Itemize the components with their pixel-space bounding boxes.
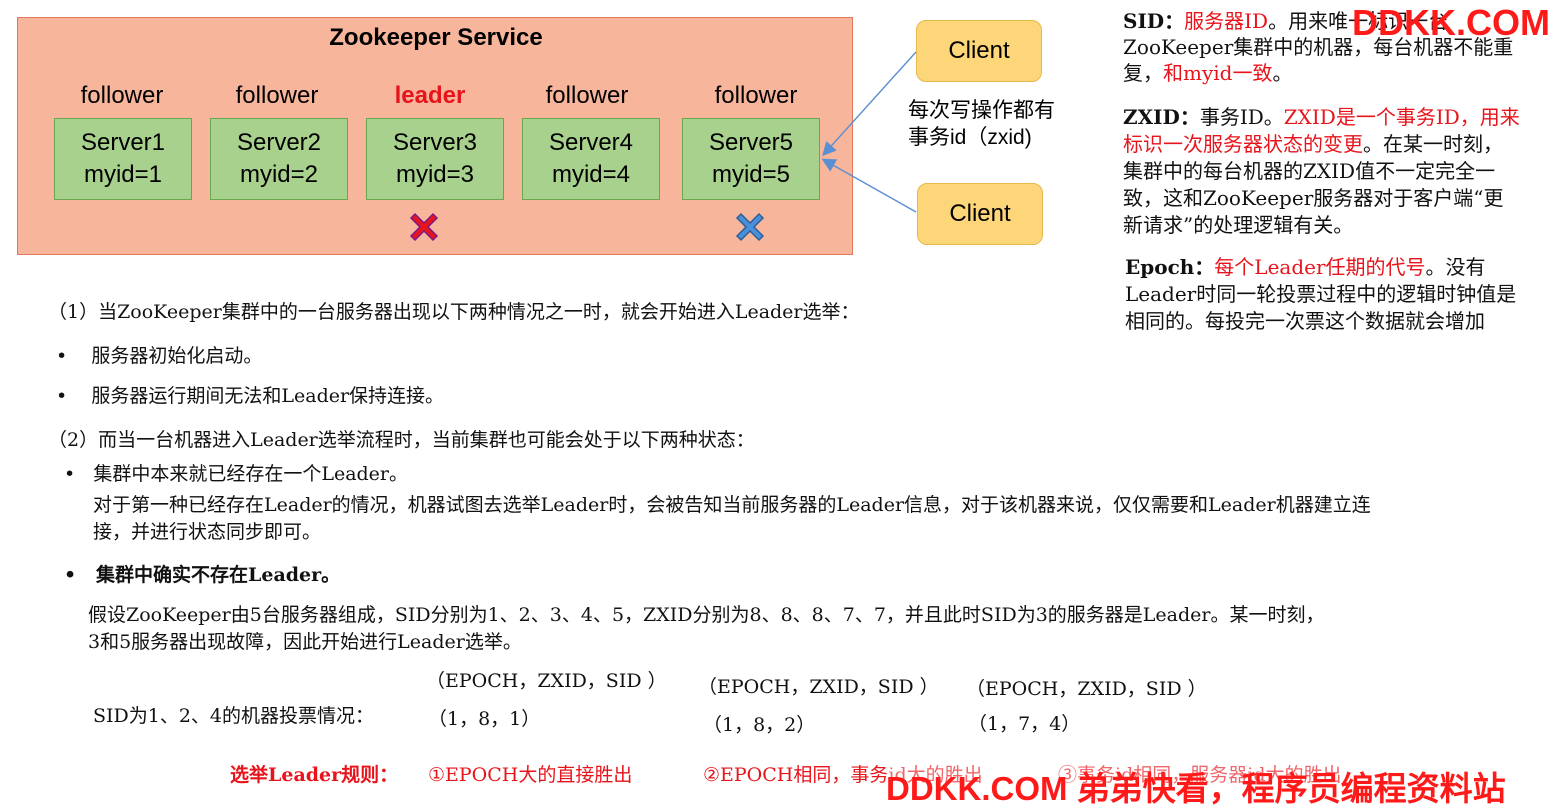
role-label-server3: leader	[394, 82, 466, 109]
server3-box: Server3 myid=3	[366, 118, 504, 200]
rule-3: ③事务id相同，服务器id大的胜出	[1058, 764, 1342, 786]
server5-myid: myid=5	[711, 161, 791, 188]
bullet-1-1-text: 服务器初始化启动。	[91, 345, 263, 367]
bullet-1-2-text: 服务器运行期间无法和Leader保持连接。	[91, 385, 445, 407]
sid-line1-rest: 。用来唯一标识一台	[1268, 9, 1449, 33]
paragraph-2: （2）而当一台机器进入Leader选举流程时，当前集群也可能会处于以下两种状态：	[48, 429, 755, 451]
client-top: Client	[916, 20, 1042, 82]
zxid-line4: 致，这和ZooKeeper服务器对于客户端“更	[1123, 186, 1504, 210]
state-2-title-text: 集群中确实不存在Leader。	[96, 564, 341, 586]
zxid-line5: 新请求”的处理逻辑有关。	[1123, 213, 1354, 237]
write-note-line1: 每次写操作都有	[908, 99, 1055, 122]
sid-line2: ZooKeeper集群中的机器，每台机器不能重	[1123, 35, 1514, 59]
server4-name: Server4	[548, 129, 634, 156]
server2-myid: myid=2	[239, 161, 319, 188]
zxid-red1: ZXID是一个事务ID，用来	[1283, 105, 1520, 129]
red-x-icon	[409, 212, 439, 242]
server3-name: Server3	[392, 129, 478, 156]
sid-line3-b: 。	[1272, 61, 1293, 85]
vote-2-header: （EPOCH，ZXID，SID ）	[698, 676, 939, 698]
role-label-server1: follower	[80, 82, 164, 109]
zxid-red2: 标识一次服务器状态的变更	[1123, 132, 1363, 156]
state-1-title-text: 集群中本来就已经存在一个Leader。	[93, 463, 409, 485]
vote-1-header: （EPOCH，ZXID，SID ）	[426, 670, 667, 692]
vote-label: SID为1、2、4的机器投票情况：	[93, 705, 375, 727]
epoch-line2: Leader时同一轮投票过程中的逻辑时钟值是	[1125, 282, 1517, 306]
sid-line3-red: 和myid一致	[1163, 61, 1273, 85]
sid-label: SID：	[1123, 9, 1185, 33]
zxid-definition: ZXID：事务ID。ZXID是一个事务ID，用来 标识一次服务器状态的变更。在某…	[1123, 104, 1553, 239]
vote-2-value: （1，8，2）	[703, 714, 816, 736]
epoch-label: Epoch：	[1125, 255, 1215, 279]
server3-myid: myid=3	[395, 161, 475, 188]
zxid-text2: 。在某一时刻，	[1363, 132, 1503, 156]
server5-box: Server5 myid=5	[682, 118, 820, 200]
sid-line3-a: 复，	[1123, 61, 1163, 85]
server2-box: Server2 myid=2	[210, 118, 348, 200]
role-label-server2: follower	[235, 82, 319, 109]
state-2-desc-line1: 假设ZooKeeper由5台服务器组成，SID分别为1、2、3、4、5，ZXID…	[88, 604, 1325, 626]
state-2-title: • 集群中确实不存在Leader。	[64, 564, 341, 586]
zxid-text1: 事务ID。	[1199, 105, 1284, 129]
state-1-title: • 集群中本来就已经存在一个Leader。	[64, 463, 409, 485]
bullet-1-2: • 服务器运行期间无法和Leader保持连接。	[56, 385, 445, 407]
watermark-top: DDKK.COM	[1352, 2, 1550, 43]
role-label-server5: follower	[714, 82, 798, 109]
epoch-red: 每个Leader任期的代号	[1214, 255, 1426, 279]
zxid-label: ZXID：	[1123, 105, 1200, 129]
rules-label: 选举Leader规则：	[230, 764, 399, 786]
write-note-line2: 事务id（zxid)	[908, 126, 1032, 149]
server1-box: Server1 myid=1	[54, 118, 192, 200]
server1-name: Server1	[80, 129, 166, 156]
server4-box: Server4 myid=4	[522, 118, 660, 200]
epoch-line3: 相同的。每投完一次票这个数据就会增加	[1125, 309, 1485, 333]
server5-name: Server5	[708, 129, 794, 156]
vote-3-header: （EPOCH，ZXID，SID ）	[966, 678, 1207, 700]
state-2-desc-line2: 3和5服务器出现故障，因此开始进行Leader选举。	[88, 631, 522, 653]
rule-2: ②EPOCH相同，事务id大的胜出	[703, 764, 983, 786]
server2-name: Server2	[236, 129, 322, 156]
service-title: Zookeeper Service	[329, 24, 543, 51]
vote-1-value: （1，8，1）	[428, 708, 541, 730]
state-1-desc-line1: 对于第一种已经存在Leader的情况，机器试图去选举Leader时，会被告知当前…	[93, 494, 1371, 516]
epoch-text1: 。没有	[1425, 255, 1486, 279]
paragraph-1: （1）当ZooKeeper集群中的一台服务器出现以下两种情况之一时，就会开始进入…	[48, 301, 860, 323]
sid-definition: SID：服务器ID。用来唯一标识一台 ZooKeeper集群中的机器，每台机器不…	[1123, 8, 1553, 86]
write-note: 每次写操作都有 事务id（zxid)	[908, 97, 1055, 151]
zookeeper-service-box: Zookeeper Service follower follower lead…	[17, 17, 853, 255]
client-arrows	[821, 51, 917, 213]
sid-red: 服务器ID	[1184, 9, 1269, 33]
bullet-1-1: • 服务器初始化启动。	[56, 345, 263, 367]
server1-myid: myid=1	[83, 161, 163, 188]
vote-3-value: （1，7，4）	[968, 713, 1081, 735]
client-bottom: Client	[917, 183, 1043, 245]
blue-x-icon	[735, 212, 765, 242]
role-label-server4: follower	[545, 82, 629, 109]
rule-1: ①EPOCH大的直接胜出	[428, 764, 633, 786]
state-1-desc-line2: 接，并进行状态同步即可。	[93, 521, 322, 543]
zxid-line3: 集群中的每台机器的ZXID值不一定完全一	[1123, 159, 1496, 183]
server4-myid: myid=4	[551, 161, 631, 188]
epoch-definition: Epoch：每个Leader任期的代号。没有 Leader时同一轮投票过程中的逻…	[1125, 254, 1555, 335]
watermark-bottom: DDKK.COM 弟弟快看，程序员编程资料站	[886, 762, 1506, 810]
